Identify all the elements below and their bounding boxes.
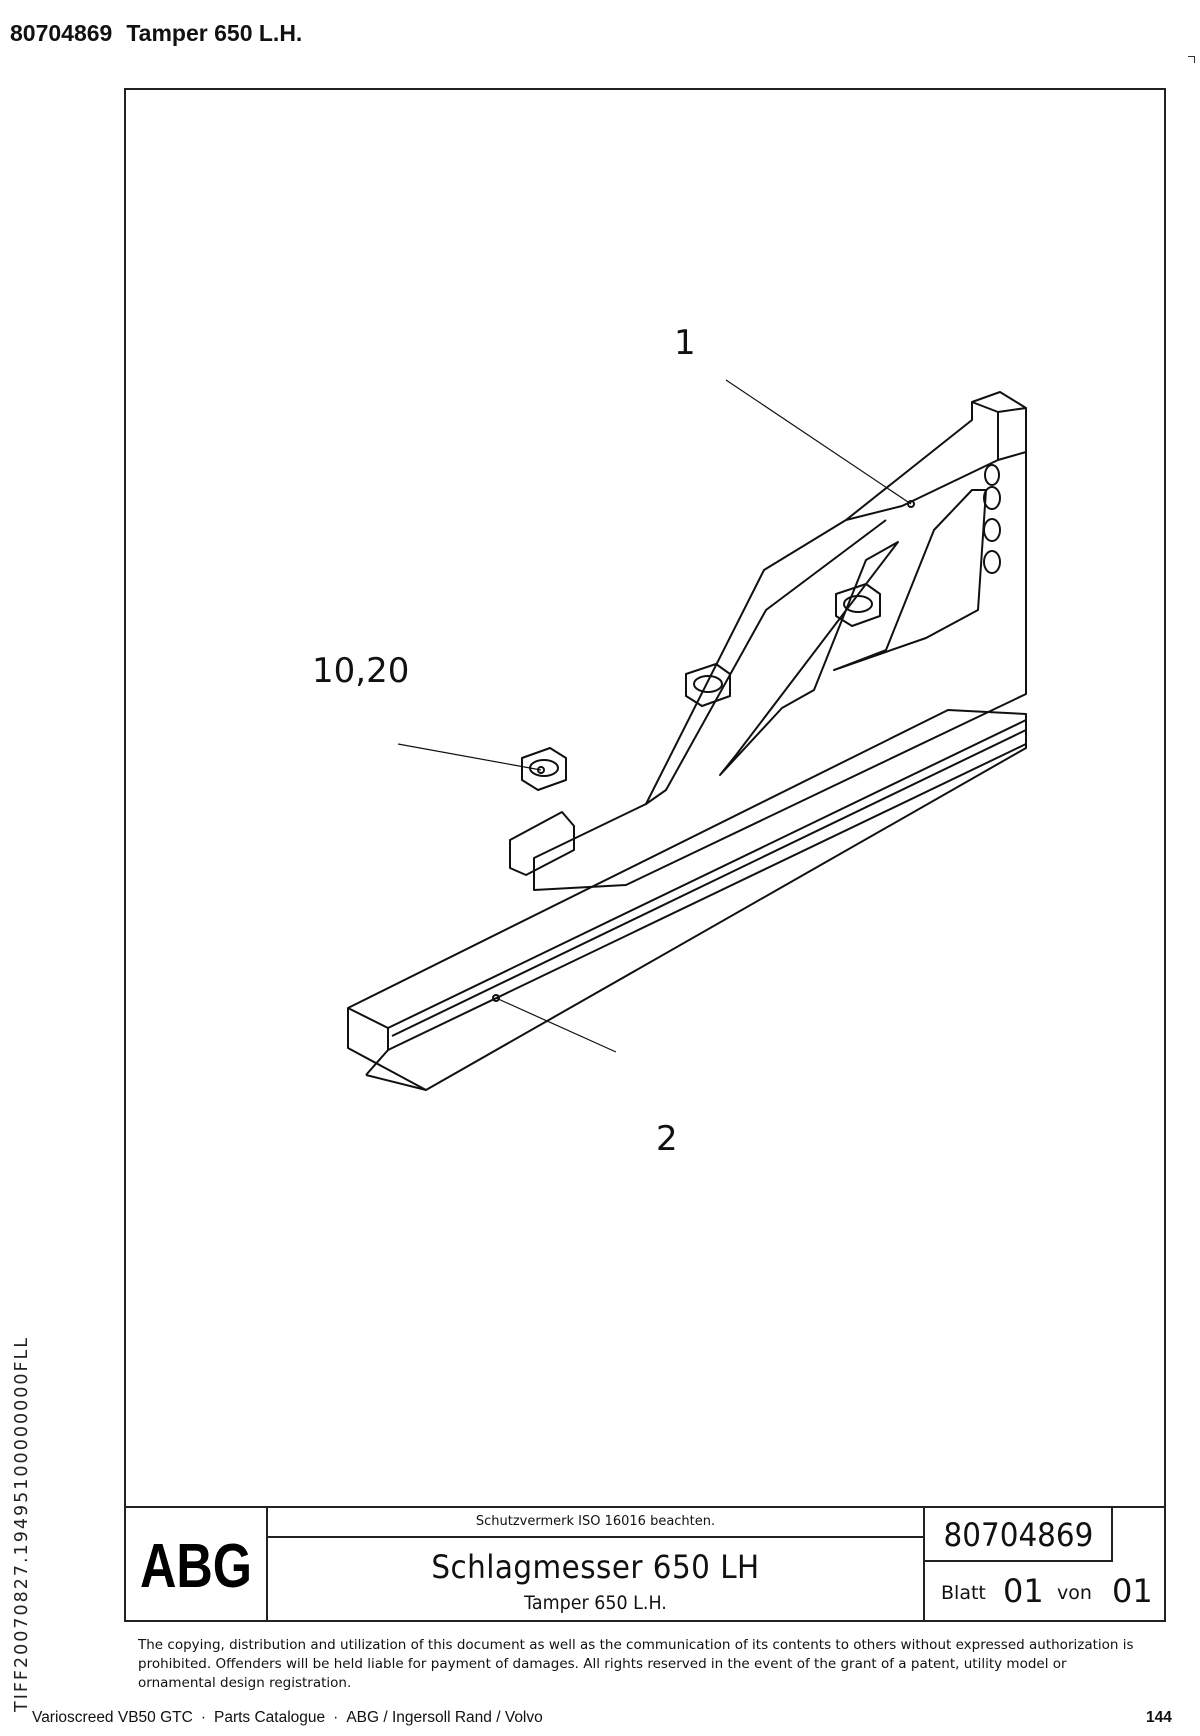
abg-logo-text: ABG — [140, 1535, 252, 1595]
title-block: ABG Schutzvermerk ISO 16016 beachten. Sc… — [126, 1506, 1164, 1624]
bolt-group — [521, 583, 881, 791]
sheet-info: Blatt 01 von 01 — [925, 1564, 1164, 1622]
callout-3: 10,20 — [312, 651, 409, 691]
leader-dot-1 — [907, 500, 915, 508]
sheet-total: 01 — [1112, 1572, 1153, 1610]
corner-mark — [1188, 56, 1195, 63]
footer-left: Varioscreed VB50 GTC·Parts Catalogue·ABG… — [32, 1709, 543, 1726]
callout-1: 1 — [674, 323, 696, 363]
leader-dot-3 — [537, 766, 545, 774]
drawing-subtitle: Tamper 650 L.H. — [524, 1592, 667, 1614]
footer-brand: ABG / Ingersoll Rand / Volvo — [346, 1709, 543, 1726]
copyright-notice: The copying, distribution and utilizatio… — [138, 1637, 1134, 1691]
part-number: 80704869 — [10, 20, 113, 46]
sheet-number: 01 — [1003, 1572, 1044, 1610]
callout-2: 2 — [656, 1119, 678, 1159]
abg-logo: ABG — [126, 1508, 268, 1622]
page-number: 144 — [1146, 1709, 1172, 1726]
side-code: TIFF20070827.19495100000000FLL — [12, 1335, 32, 1712]
protection-note: Schutzvermerk ISO 16016 beachten. — [268, 1508, 923, 1538]
page-header: 80704869 Tamper 650 L.H. — [10, 20, 302, 47]
leader-lines — [397, 379, 912, 1053]
drawing-number-text: 80704869 — [943, 1516, 1093, 1554]
title-block-center: Schutzvermerk ISO 16016 beachten. Schlag… — [268, 1508, 925, 1622]
tamper-bracket — [509, 391, 1027, 891]
footer-section: Parts Catalogue — [213, 1709, 326, 1726]
title-block-right: 80704869 Blatt 01 von 01 — [925, 1508, 1164, 1622]
drawing-number: 80704869 — [925, 1508, 1113, 1562]
sheet-label: Blatt — [941, 1582, 986, 1604]
part-title: Tamper 650 L.H. — [126, 20, 303, 46]
leader-dot-2 — [492, 994, 500, 1002]
of-label: von — [1057, 1582, 1092, 1604]
exploded-view-drawing: 1 2 10,20 — [312, 323, 1027, 1159]
footer-product: Varioscreed VB50 GTC — [32, 1709, 193, 1726]
drawing-frame: 1 2 10,20 ABG Schutzvermerk ISO 16016 be… — [124, 88, 1166, 1691]
tamper-blade — [347, 709, 1027, 1091]
drawing-title: Schlagmesser 650 LH — [431, 1548, 760, 1586]
